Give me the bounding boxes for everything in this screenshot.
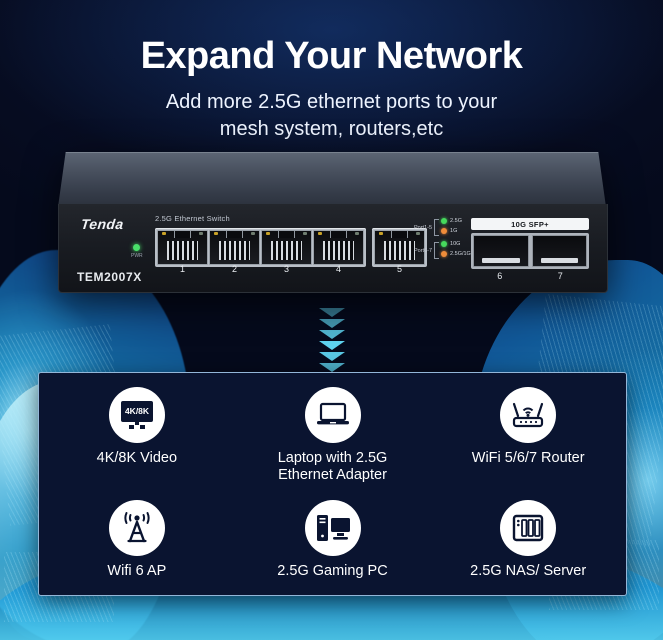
rj45-port [157,230,208,265]
port-led-left [379,232,383,235]
chevron-down-icon [318,330,345,339]
legend-row: 1G [441,227,462,234]
legend-led-dot [441,250,448,257]
page-subtitle: Add more 2.5G ethernet ports to your mes… [0,89,663,143]
feature-item-laptop: Laptop with 2.5G Ethernet Adapter [235,379,431,492]
port-number: 4 [335,264,341,274]
legend-row: 2.5G/1G [441,250,471,257]
port-led-left [214,232,218,235]
ethernet-port-group-5 [372,228,427,267]
rj45-port [261,230,312,265]
legend-row: 2.5G [441,218,462,224]
legend-row-text: 10G [450,241,461,247]
feature-label: 4K/8K Video [96,450,178,467]
feature-item-gaming-pc: 2.5G Gaming PC [235,492,431,588]
subtitle-line-2: mesh system, routers,etc [219,118,444,141]
feature-label-line-1: Laptop with 2.5G [277,450,388,467]
feature-row-bottom: Wifi 6 AP 2.5G Gaming PC [39,492,626,588]
port-led-right [251,232,255,235]
feature-item-wifi-router: WiFi 5/6/7 Router [430,379,626,492]
port-number-group-1-4: 1 2 3 4 [155,264,366,274]
feature-label: WiFi 5/6/7 Router [471,450,585,467]
headline-block: Expand Your Network Add more 2.5G ethern… [0,35,663,143]
sfp-cages [471,233,589,269]
svg-text:4K/8K: 4K/8K [125,406,150,416]
chevron-down-icon [318,352,345,361]
port-led-left [162,232,166,235]
port-led-right [199,232,203,235]
power-led-group: PWR [131,244,143,259]
legend-led-dot [441,218,448,224]
feature-label: Laptop with 2.5G Ethernet Adapter [278,450,388,484]
chevron-down-icon [318,308,345,317]
led-legend-group2-label: Port6-7 [414,247,433,254]
port-number-group-5: 5 [372,264,427,274]
ethernet-port-numbers: 1 2 3 4 5 [155,264,427,274]
rj45-port [209,230,260,265]
desktop-pc-icon [304,500,361,557]
sfp-cage [473,235,529,267]
rj45-port [313,230,364,265]
ethernet-port-group-1-4 [155,228,366,267]
ethernet-port-bank [155,228,427,267]
legend-row: 10G [441,241,471,247]
led-legend: Port1-5 2.5G 1G Port6-7 [414,218,471,260]
rj45-port [374,230,425,265]
nas-server-icon [500,500,557,557]
sfp-port-number: 6 [497,271,503,281]
chevron-down-icon [318,319,345,328]
feature-row-top: 4K/8K 4K/8K Video La [39,379,626,492]
model-number: TEM2007X [77,270,142,284]
compatible-devices-panel: 4K/8K 4K/8K Video La [38,372,627,596]
sfp-port-section: 10G SFP+ 6 7 [471,218,589,281]
page-title: Expand Your Network [140,35,523,77]
feature-label: 2.5G Gaming PC [277,563,388,580]
wifi-router-icon [500,387,557,444]
port-led-right [355,232,359,235]
port-led-left [318,232,322,235]
subtitle-line-1: Add more 2.5G ethernet ports to your [165,91,498,114]
sfp-port-numbers: 6 7 [471,271,589,281]
legend-led-dot [441,227,448,234]
feature-item-4k8k-video: 4K/8K 4K/8K Video [39,379,235,492]
legend-row-text: 2.5G [450,218,462,224]
feature-item-nas-server: 2.5G NAS/ Server [430,492,626,588]
down-arrow-indicator [318,308,345,372]
power-led-label: PWR [131,253,143,259]
sfp-title-label: 10G SFP+ [471,218,589,230]
top-glow [0,0,663,180]
feature-label: 2.5G NAS/ Server [470,563,587,580]
network-switch-product: Tenda TEM2007X 2.5G Ethernet Switch PWR [58,152,608,293]
port-led-right [303,232,307,235]
legend-brace [434,242,440,259]
legend-brace [434,219,440,236]
laptop-icon [304,387,361,444]
port-led-right [416,232,420,235]
legend-led-dot [441,241,448,247]
sfp-cage [531,235,587,267]
chevron-down-icon [318,363,345,372]
switch-type-label: 2.5G Ethernet Switch [155,214,230,223]
port-number: 1 [179,264,185,274]
port-number: 2 [231,264,237,274]
switch-top-surface [58,152,606,207]
monitor-4k8k-icon: 4K/8K [108,387,165,444]
power-led-indicator [133,244,141,251]
feature-item-wifi6-ap: Wifi 6 AP [39,492,235,588]
port-number: 3 [283,264,289,274]
sfp-port-number: 7 [557,271,563,281]
chevron-down-icon [318,341,345,350]
antenna-tower-icon [108,500,165,557]
switch-front-panel: Tenda TEM2007X 2.5G Ethernet Switch PWR [58,204,608,293]
brand-logo: Tenda [80,216,125,232]
port-number: 5 [396,264,402,274]
led-legend-group1-label: Port1-5 [414,224,433,231]
port-led-left [266,232,270,235]
feature-label: Wifi 6 AP [107,563,167,580]
legend-row-text: 1G [450,227,458,234]
feature-label-line-2: Ethernet Adapter [278,467,387,484]
legend-row-text: 2.5G/1G [450,250,471,257]
